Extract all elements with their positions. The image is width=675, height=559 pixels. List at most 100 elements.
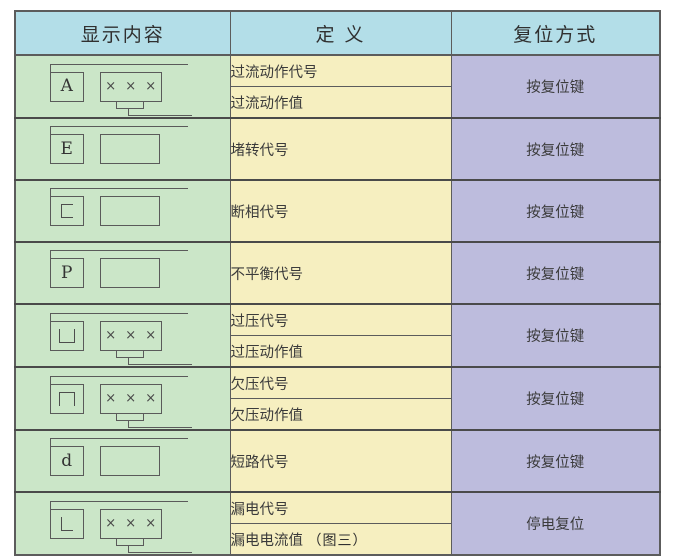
code-symbol-l <box>60 516 73 531</box>
definition-cell: 不平衡代号 <box>229 241 452 305</box>
code-letter: P <box>61 262 73 283</box>
value-mark: × <box>145 516 157 531</box>
value-mark: × <box>105 328 117 343</box>
value-mark: × <box>125 328 137 343</box>
reset-method-cell: 按复位键 <box>450 54 661 119</box>
value-display-box <box>99 446 160 476</box>
value-display-box: ××× <box>99 71 162 102</box>
value-mark: × <box>145 391 157 406</box>
table-row: 过流动作值 <box>15 86 660 119</box>
leader-bracket-bottom <box>115 100 144 109</box>
leader-line-top <box>49 500 188 510</box>
value-mark: × <box>125 79 137 94</box>
definition-cell: 过压代号 <box>229 303 452 336</box>
reset-method-cell: 停电复位 <box>450 491 661 556</box>
display-diagram: E <box>28 122 218 176</box>
table-row: 漏电电流值 <box>15 523 660 556</box>
display-diagram <box>28 184 218 238</box>
leader-line-top <box>49 375 188 385</box>
display-cell: × × × <box>14 366 231 431</box>
leader-line-top <box>49 438 188 447</box>
code-character-box: d <box>49 446 84 476</box>
value-display-box <box>99 134 160 164</box>
code-character-box: P <box>49 258 84 288</box>
column-header-reset: 复位方式 <box>450 10 661 56</box>
table-row: 断相代号按复位键 <box>14 179 661 243</box>
definition-cell: 漏电代号 <box>229 491 452 524</box>
definition-cell: 短路代号 <box>229 429 452 493</box>
definition-cell: 过压动作值 <box>229 335 452 368</box>
definition-cell: 堵转代号 <box>229 117 452 181</box>
display-diagram: A××× <box>28 60 218 116</box>
value-mark: × <box>125 391 137 406</box>
code-symbol-n <box>58 391 75 406</box>
leader-line-top <box>49 63 188 73</box>
definition-cell: 欠压代号 <box>229 366 452 399</box>
leader-bracket-bottom <box>115 349 144 358</box>
column-header-definition: 定 义 <box>229 10 452 56</box>
definition-cell: 断相代号 <box>229 179 452 243</box>
reset-method-cell: 按复位键 <box>450 179 661 243</box>
value-mark: × <box>145 79 157 94</box>
table-row: A×××过流动作代号按复位键 <box>14 54 661 119</box>
table-header-row: 显示内容 定 义 复位方式 <box>14 10 661 56</box>
table-row: E 堵转代号按复位键 <box>14 117 661 181</box>
definition-cell: 欠压动作值 <box>229 398 452 431</box>
code-character-box: E <box>49 134 84 164</box>
display-diagram: × × × <box>28 309 218 365</box>
value-mark: × <box>145 328 157 343</box>
reset-method-cell: 按复位键 <box>450 366 661 431</box>
leader-line-bottom <box>127 419 192 428</box>
value-display-box: × × × <box>99 320 162 351</box>
leader-line-top <box>49 250 188 259</box>
leader-bracket-bottom <box>115 412 144 421</box>
figure-caption: （图三） <box>307 533 368 549</box>
code-symbol-u <box>58 328 75 343</box>
reset-method-cell: 按复位键 <box>450 429 661 493</box>
reset-method-cell: 按复位键 <box>450 303 661 368</box>
table-row: P 不平衡代号按复位键 <box>14 241 661 305</box>
code-character-box <box>49 383 84 414</box>
leader-line-bottom <box>127 107 192 116</box>
display-cell: A××× <box>14 54 231 119</box>
code-letter: A <box>60 76 73 96</box>
leader-bracket-bottom <box>115 537 144 546</box>
definition-cell: 过流动作代号 <box>229 54 452 87</box>
display-diagram: ××× <box>28 497 218 553</box>
value-display-box <box>99 196 160 226</box>
table-row: 过压动作值 <box>15 335 660 368</box>
code-character-box <box>49 508 84 539</box>
display-cell <box>14 179 231 243</box>
table-row: × × × 过压代号按复位键 <box>14 303 661 368</box>
display-cell: E <box>14 117 231 181</box>
table-row: × × × 欠压代号按复位键 <box>14 366 661 431</box>
display-cell: P <box>14 241 231 305</box>
leader-line-top <box>49 188 188 197</box>
leader-line-bottom <box>127 544 192 553</box>
reset-method-cell: 按复位键 <box>450 117 661 181</box>
definition-cell: 漏电电流值 <box>229 523 452 556</box>
leader-line-top <box>49 312 188 322</box>
value-mark: × <box>105 516 117 531</box>
value-mark: × <box>105 391 117 406</box>
value-display-box: ××× <box>99 508 162 539</box>
definition-cell: 过流动作值 <box>229 86 452 119</box>
code-character-box <box>49 320 84 351</box>
value-display-box: × × × <box>99 383 162 414</box>
reset-method-cell: 按复位键 <box>450 241 661 305</box>
display-diagram: P <box>28 246 218 300</box>
code-letter: E <box>60 138 73 159</box>
leader-line-top <box>49 126 188 135</box>
display-cell: ××× <box>14 491 231 556</box>
display-cell: d <box>14 429 231 493</box>
code-character-box <box>49 196 84 226</box>
leader-line-bottom <box>127 356 192 365</box>
code-letter: d <box>61 450 73 471</box>
value-display-box <box>99 258 160 288</box>
display-diagram: d <box>28 434 218 488</box>
code-character-box: A <box>49 71 84 102</box>
table-row: ×××漏电代号停电复位 <box>14 491 661 556</box>
